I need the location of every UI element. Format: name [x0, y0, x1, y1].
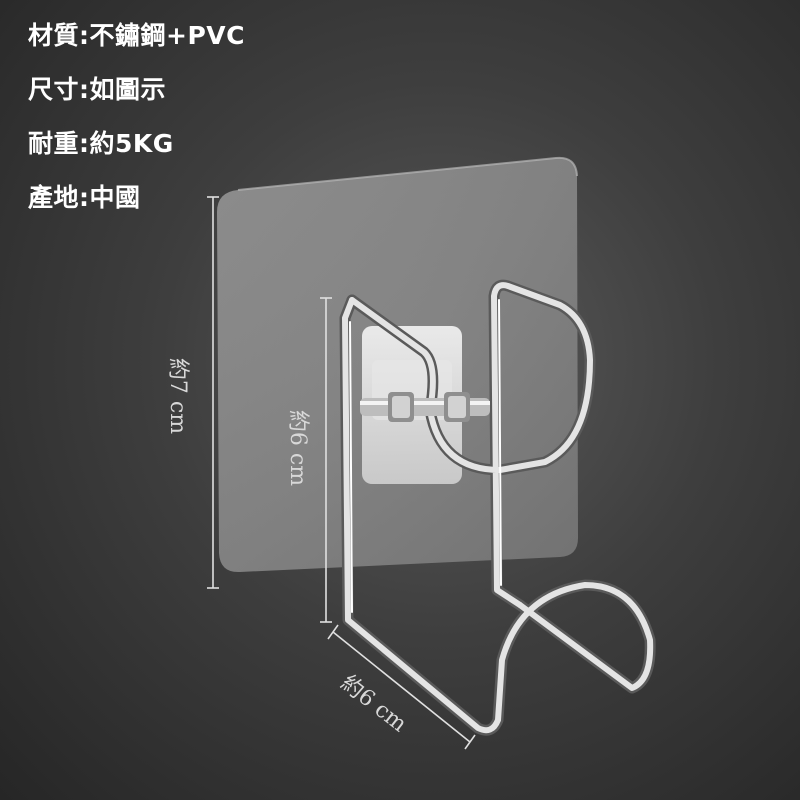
- product-specs: 材質:不鏽鋼+PVC 尺寸:如圖示 耐重:約5KG 產地:中國: [28, 22, 245, 238]
- spec-load: 耐重:約5KG: [28, 129, 174, 158]
- spec-origin: 產地:中國: [28, 183, 141, 212]
- dimension-hook-height: 約6 cm: [285, 409, 310, 487]
- spec-material: 材質:不鏽鋼+PVC: [28, 21, 245, 50]
- spec-size: 尺寸:如圖示: [28, 75, 166, 104]
- dimension-pad-height: 約7 cm: [165, 357, 190, 435]
- mounting-rod: [360, 398, 490, 416]
- dimension-lines: [207, 196, 476, 750]
